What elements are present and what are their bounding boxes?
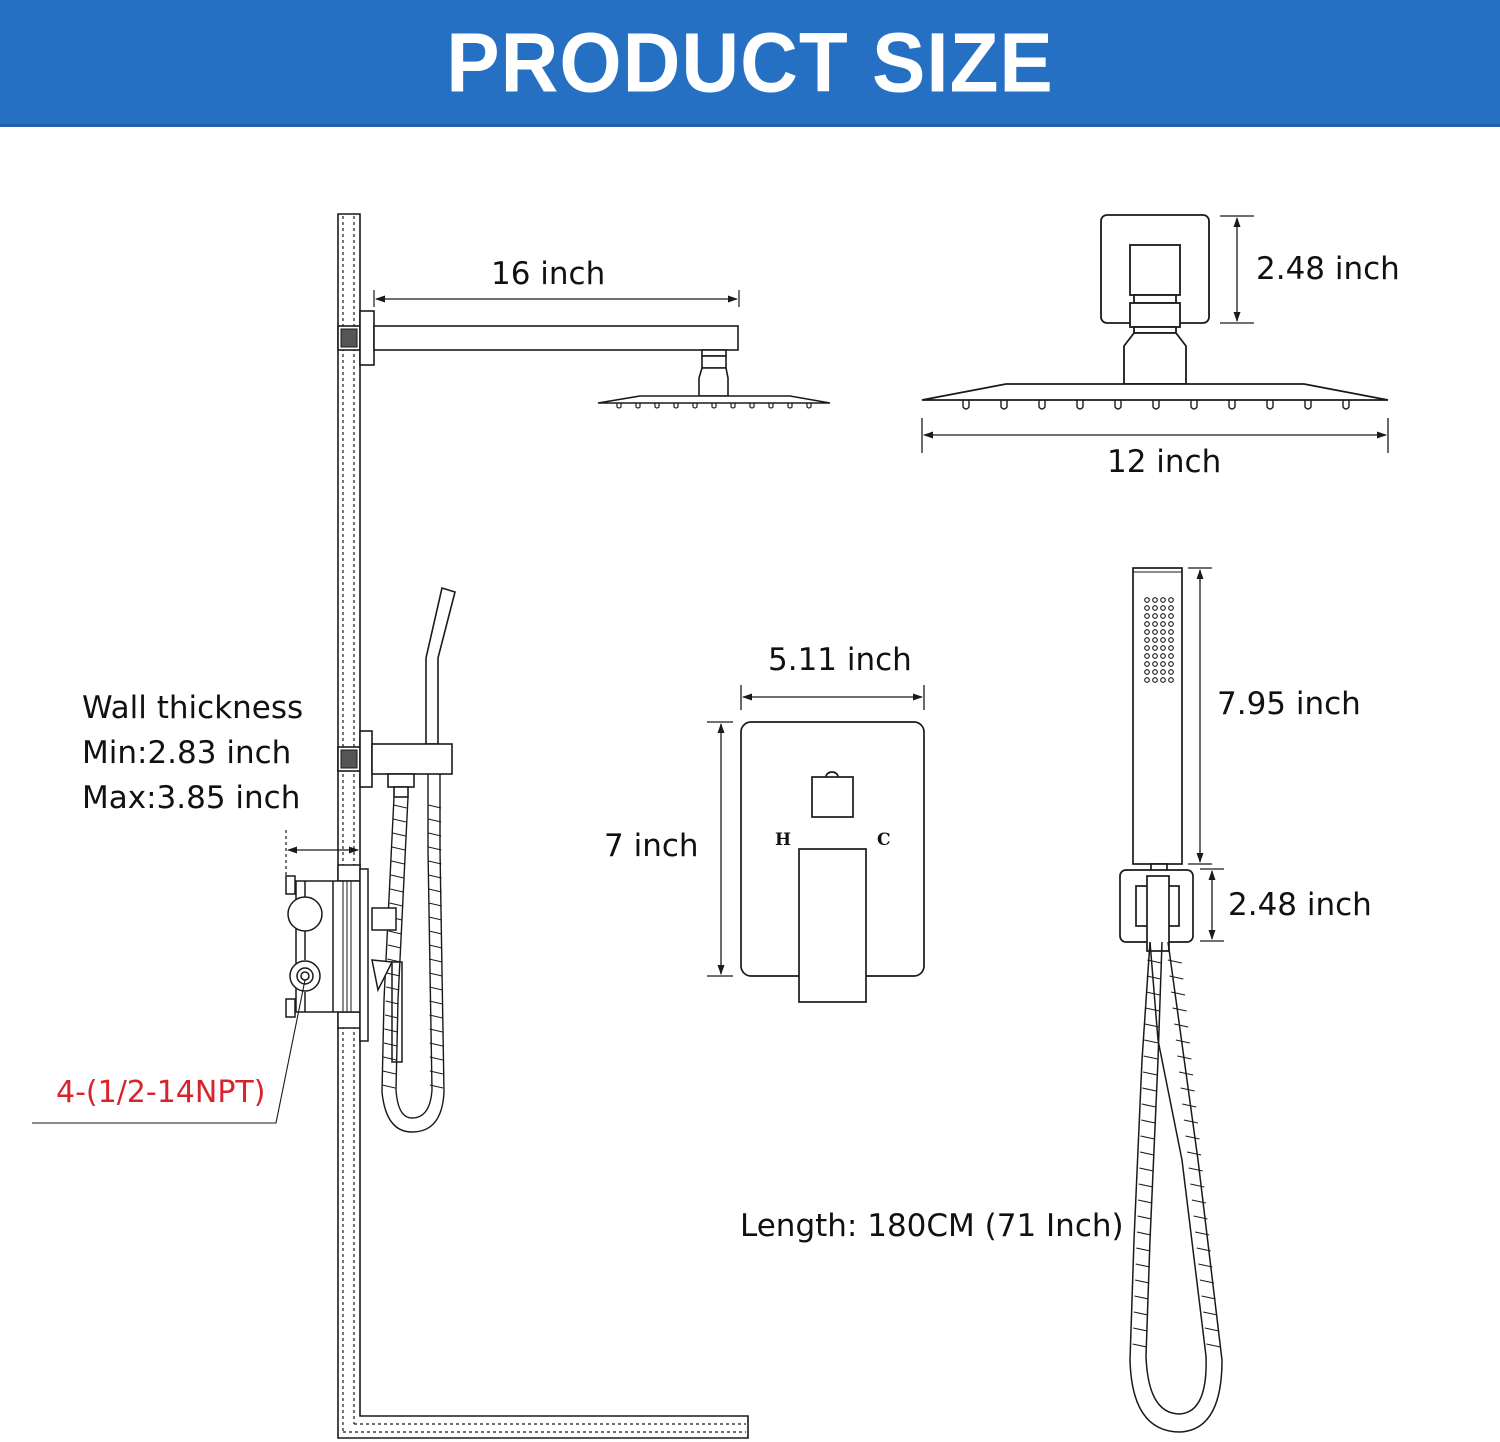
hand-shower-side-drawing — [337, 586, 456, 798]
trim-plate-height-label: 7 inch — [604, 828, 699, 864]
trim-plate-width-label: 5.11 inch — [768, 642, 912, 678]
rain-head-width-label: 12 inch — [1107, 444, 1222, 480]
hand-shower-dimensions — [1188, 567, 1224, 942]
trim-plate-drawing — [740, 721, 925, 1003]
shower-arm-drawing — [337, 310, 831, 409]
shower-arm-dimension — [373, 290, 740, 307]
hose-loop-drawing — [1129, 941, 1223, 1433]
rain-head-dimensions — [921, 215, 1389, 453]
rain-head-front-drawing — [921, 214, 1389, 410]
wall-thickness-min: Min:2.83 inch — [82, 735, 292, 771]
hose-ribbing — [1132, 959, 1221, 1348]
hand-shower-front-drawing — [1119, 567, 1194, 952]
holder-height-label: 2.48 inch — [1228, 887, 1372, 923]
valve-port-label: 4-(1/2-14NPT) — [56, 1075, 266, 1110]
flange-height-label: 2.48 inch — [1256, 251, 1400, 287]
wall-thickness-title: Wall thickness — [82, 690, 304, 726]
hot-marker: H — [775, 830, 792, 850]
trim-plate-dimensions — [707, 685, 925, 977]
cold-marker: C — [877, 830, 891, 850]
wall-thickness-dimension — [285, 830, 359, 876]
page-title: PRODUCT SIZE — [446, 15, 1054, 110]
port-leader-line — [32, 979, 306, 1124]
wall-thickness-max: Max:3.85 inch — [82, 780, 301, 816]
side-hose-drawing — [381, 774, 445, 1133]
wall-thickness-note: Wall thickness Min:2.83 inch Max:3.85 in… — [82, 686, 303, 821]
hose-length-label: Length: 180CM (71 Inch) — [740, 1208, 1124, 1244]
header-banner: PRODUCT SIZE — [0, 0, 1500, 126]
shower-arm-length-label: 16 inch — [491, 256, 606, 292]
valve-body-drawing — [285, 864, 403, 1063]
wall-pipe-drawing — [337, 213, 749, 1439]
wand-length-label: 7.95 inch — [1217, 686, 1361, 722]
header-bottom-stripe — [0, 124, 1500, 127]
